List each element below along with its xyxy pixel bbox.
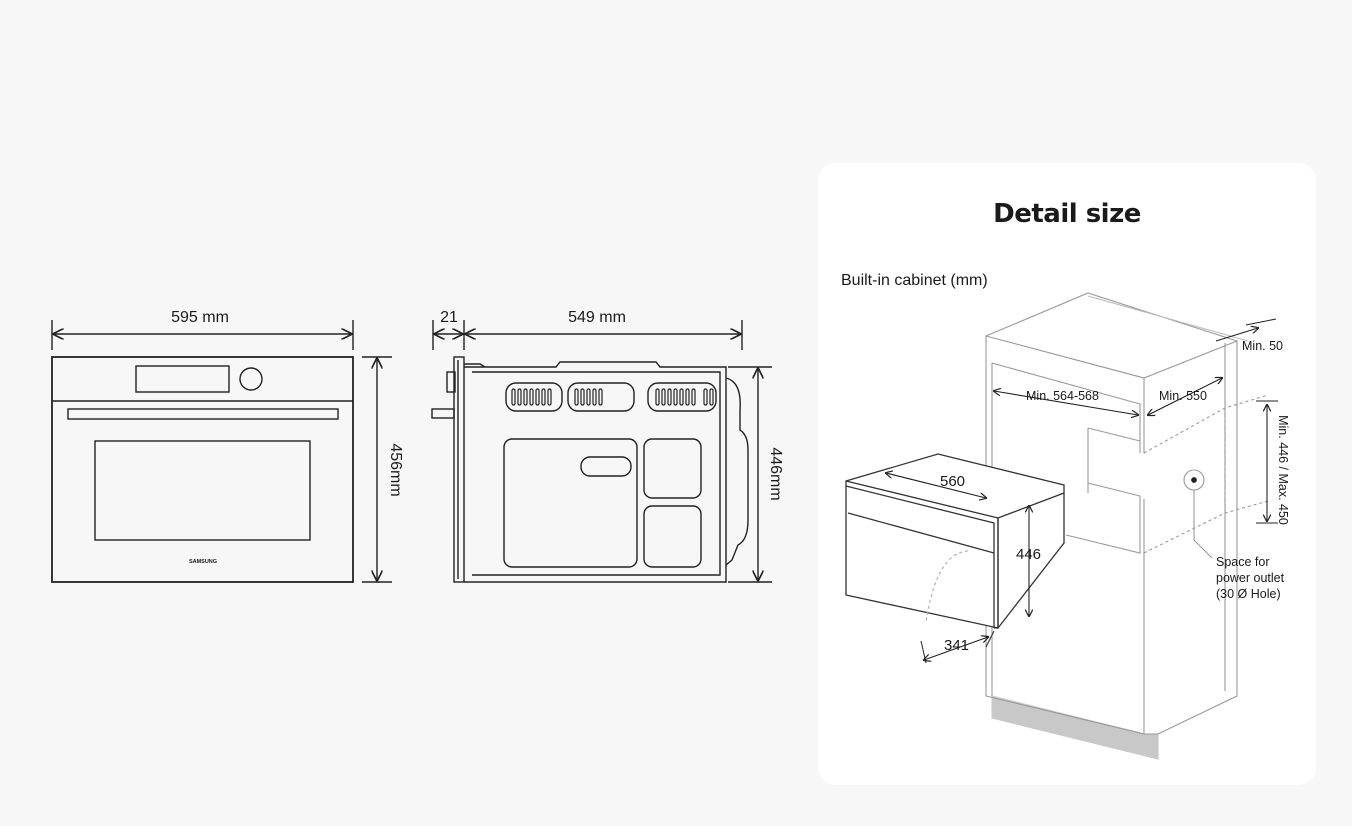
min-depth-label: Min. 550	[1159, 389, 1207, 403]
vent-grilles	[505, 382, 717, 412]
min-width-label: Min. 564-568	[1026, 389, 1099, 403]
control-knob	[239, 367, 263, 391]
door-handle	[67, 408, 339, 420]
side-panel-top	[643, 438, 702, 499]
door-window	[94, 440, 311, 541]
door-swing-dimension	[924, 637, 988, 660]
cabinet-outline	[985, 292, 1249, 735]
outlet-note-line-2: power outlet	[1216, 571, 1285, 585]
detail-size-panel: Detail size Built-in cabinet (mm) Min. 5…	[818, 163, 1316, 785]
panel-title: Detail size	[993, 199, 1141, 229]
side-door-label: 21	[440, 309, 458, 326]
side-panel-bottom	[643, 505, 702, 568]
outlet-note: Space for power outlet (30 Ø Hole)	[1216, 554, 1284, 602]
door-profile	[453, 356, 465, 583]
side-slot	[580, 456, 632, 477]
front-width-label: 595 mm	[171, 309, 229, 326]
outlet-note-line-1: Space for	[1216, 555, 1270, 569]
dimension-drawings: 595 mm SAMSUNG 456mm 21 549 mm	[51, 309, 784, 583]
front-height-label: 456mm	[387, 443, 404, 496]
control-display	[135, 365, 230, 393]
oven-width-label: 560	[940, 473, 966, 490]
cabinet-plinth	[991, 695, 1159, 760]
oven-width-dimension	[886, 473, 986, 498]
min-50-label: Min. 50	[1242, 339, 1283, 353]
power-outlet-icon	[1183, 469, 1213, 559]
brand-logo: SAMSUNG	[189, 559, 217, 565]
oven-side-body	[464, 361, 727, 583]
door-swing-label: 341	[944, 637, 970, 654]
height-range-label: Min. 446 / Max. 450	[1275, 415, 1290, 525]
side-depth-label: 549 mm	[568, 309, 626, 326]
cabinet-hidden-lines	[1143, 394, 1269, 554]
panel-subtitle: Built-in cabinet (mm)	[841, 272, 988, 289]
door-swing-arc	[925, 550, 969, 624]
front-view: 595 mm SAMSUNG 456mm	[51, 309, 404, 583]
side-view: 21 549 mm	[431, 309, 784, 583]
cabinet-diagram	[845, 292, 1278, 760]
side-height-label: 446mm	[767, 447, 784, 500]
oven-front-body	[51, 356, 354, 583]
rear-bracket	[725, 377, 749, 566]
oven-height-label: 446	[1016, 546, 1042, 563]
min-depth-dimension	[1148, 378, 1222, 415]
side-panel-large	[503, 438, 638, 568]
outlet-note-line-3: (30 Ø Hole)	[1216, 587, 1281, 601]
min-width-dimension	[994, 391, 1138, 415]
min-50-dimension	[1215, 328, 1258, 342]
